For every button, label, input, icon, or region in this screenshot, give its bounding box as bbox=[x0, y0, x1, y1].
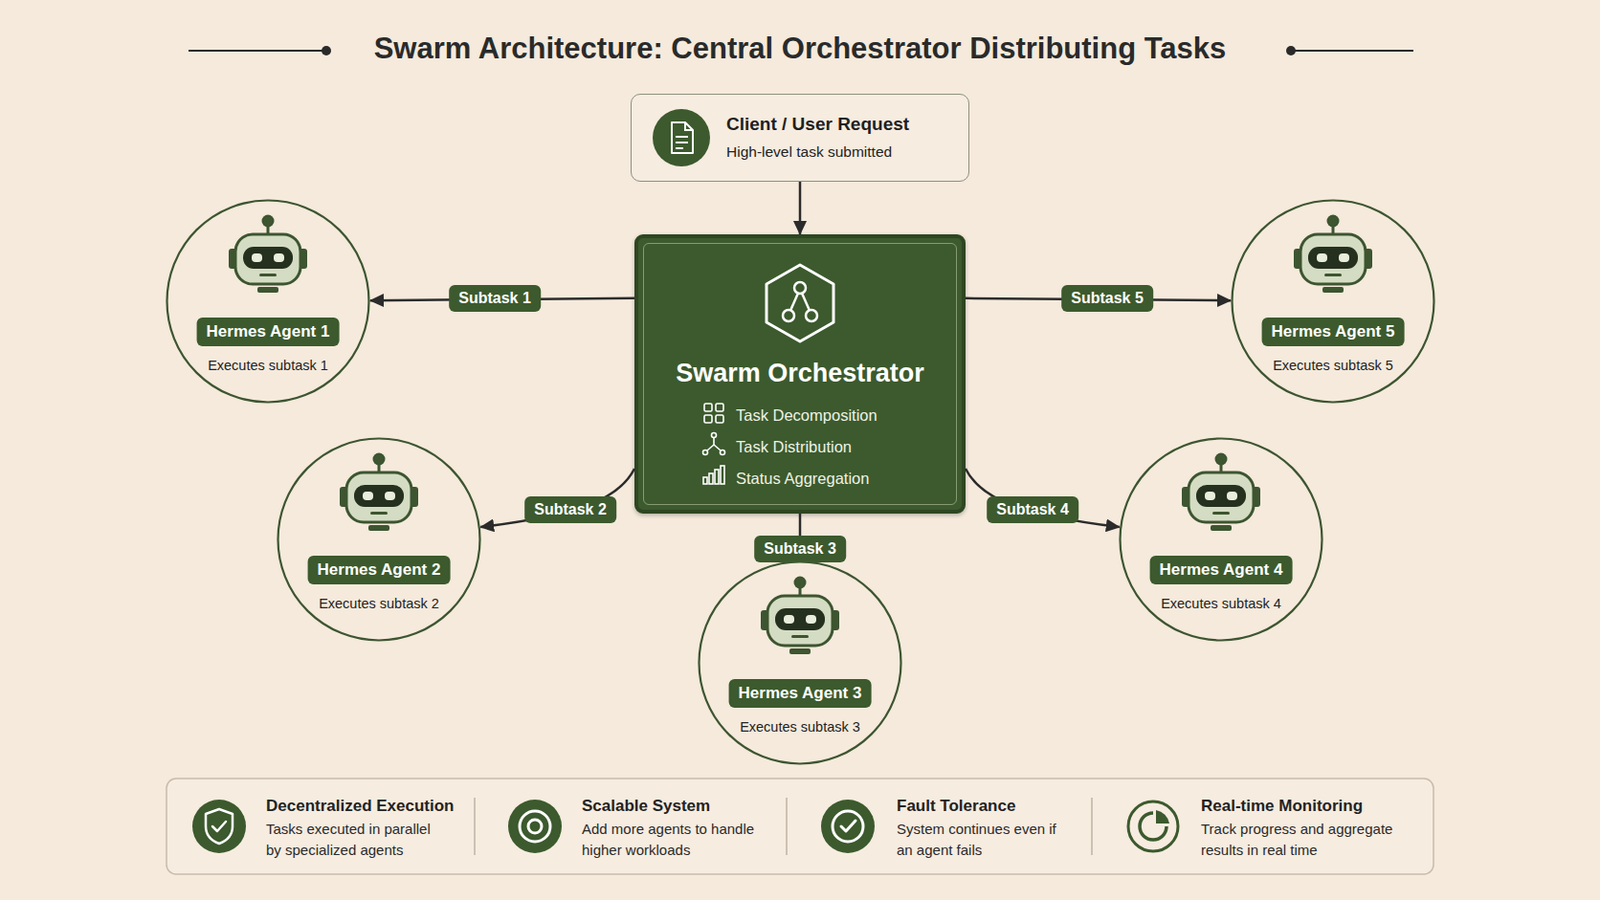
band-divider bbox=[1090, 798, 1093, 856]
agent-node: Hermes Agent 1 Executes subtask 1 bbox=[165, 199, 371, 404]
title-rule bbox=[188, 49, 325, 52]
monitor-icon bbox=[1128, 801, 1178, 852]
fork-icon bbox=[703, 433, 726, 456]
shield-icon bbox=[192, 800, 246, 854]
connector-arrow bbox=[965, 298, 1231, 301]
title-dot bbox=[1286, 45, 1296, 56]
node-subtext: Executes subtask 5 bbox=[1272, 357, 1394, 374]
agent-node: Hermes Agent 3 Executes subtask 3 bbox=[697, 560, 903, 766]
feature-item: Decentralized ExecutionTasks executed in… bbox=[266, 796, 441, 862]
connector-arrow bbox=[965, 468, 1120, 528]
node-subtext: High-level task submitted bbox=[726, 143, 892, 161]
agent-name-pill: Hermes Agent 4 bbox=[1150, 555, 1293, 585]
feature-description: System continues even if an agent fails bbox=[896, 819, 1071, 862]
capability-item: Status Aggregation bbox=[735, 469, 869, 489]
band-divider bbox=[473, 798, 476, 856]
feature-heading: Fault Tolerance bbox=[896, 796, 1071, 817]
grid-icon bbox=[704, 403, 724, 423]
agent-node: Hermes Agent 2 Executes subtask 2 bbox=[276, 437, 482, 643]
feature-description: Track progress and aggregate results in … bbox=[1200, 819, 1404, 862]
edge-label-pill: Subtask 1 bbox=[448, 285, 541, 312]
agent-name-pill: Hermes Agent 3 bbox=[729, 679, 872, 709]
diagram-title: Swarm Architecture: Central Orchestrator… bbox=[0, 31, 1600, 67]
feature-heading: Scalable System bbox=[581, 796, 764, 817]
band-divider bbox=[785, 798, 788, 856]
client-box: Client / User RequestHigh-level task sub… bbox=[630, 93, 970, 182]
edge-label-pill: Subtask 5 bbox=[1061, 285, 1154, 312]
edge-label-pill: Subtask 2 bbox=[524, 496, 617, 524]
edge-label-pill: Subtask 3 bbox=[754, 535, 846, 563]
capability-item: Task Distribution bbox=[735, 438, 852, 457]
feature-description: Tasks executed in parallel by specialize… bbox=[266, 819, 441, 862]
feature-heading: Real-time Monitoring bbox=[1200, 796, 1404, 817]
feature-description: Add more agents to handle higher workloa… bbox=[581, 819, 764, 862]
agent-name-pill: Hermes Agent 2 bbox=[308, 555, 451, 585]
connector-arrow bbox=[799, 181, 802, 235]
connector-arrow bbox=[480, 468, 635, 528]
node-subtext: Executes subtask 3 bbox=[739, 719, 861, 735]
feature-heading: Decentralized Execution bbox=[266, 796, 441, 817]
check-icon bbox=[821, 800, 875, 854]
node-subtext: Executes subtask 2 bbox=[318, 596, 440, 612]
hexagon-network-icon bbox=[766, 265, 834, 342]
connector-arrow bbox=[799, 513, 802, 561]
edge-label-pill: Subtask 4 bbox=[986, 496, 1079, 524]
capability-item: Task Decomposition bbox=[735, 406, 878, 425]
bar-chart-icon bbox=[703, 466, 725, 485]
orchestrator-box: Swarm OrchestratorTask DecompositionTask… bbox=[634, 234, 966, 514]
feature-item: Fault ToleranceSystem continues even if … bbox=[896, 796, 1071, 862]
agent-node: Hermes Agent 4 Executes subtask 4 bbox=[1118, 437, 1324, 643]
feature-item: Real-time MonitoringTrack progress and a… bbox=[1200, 796, 1404, 862]
agent-node: Hermes Agent 5 Executes subtask 5 bbox=[1230, 199, 1436, 404]
agent-name-pill: Hermes Agent 5 bbox=[1262, 317, 1405, 347]
target-icon bbox=[508, 800, 562, 854]
title-dot bbox=[321, 45, 332, 56]
agent-name-pill: Hermes Agent 1 bbox=[197, 317, 340, 347]
title-rule bbox=[1292, 49, 1414, 52]
connector-arrow bbox=[370, 298, 635, 301]
node-heading: Swarm Orchestrator bbox=[638, 358, 962, 389]
node-subtext: Executes subtask 1 bbox=[207, 357, 329, 374]
feature-band bbox=[166, 778, 1434, 875]
node-heading: Client / User Request bbox=[726, 113, 910, 135]
node-subtext: Executes subtask 4 bbox=[1160, 596, 1282, 612]
document-icon bbox=[652, 109, 711, 167]
feature-item: Scalable SystemAdd more agents to handle… bbox=[581, 796, 764, 862]
